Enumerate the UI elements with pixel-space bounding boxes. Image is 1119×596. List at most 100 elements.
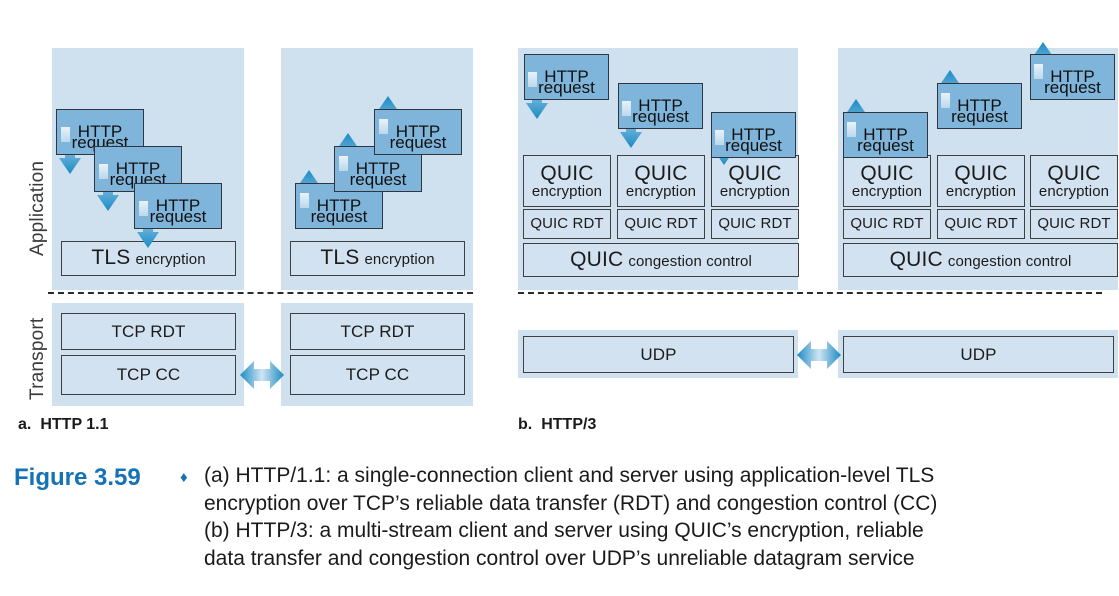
quic-label: QUIC xyxy=(1047,161,1101,185)
http-request-line2: request xyxy=(857,135,914,155)
http-request-box[interactable]: HTTP xyxy=(937,83,1022,129)
http-request-line1: HTTP xyxy=(155,195,201,215)
quic-label: QUIC xyxy=(570,247,624,271)
http-request-line2: request xyxy=(349,169,407,189)
bidirectional-connection-arrow-icon xyxy=(240,361,284,389)
http-request-line2: request xyxy=(1044,77,1101,97)
http-request-line2: request xyxy=(538,77,595,97)
quic-label: QUIC xyxy=(860,161,914,185)
http-request-line1: HTTP xyxy=(77,121,123,141)
layer-label-transport: Transport xyxy=(27,317,48,400)
subcaption-b-title: HTTP/3 xyxy=(541,416,597,433)
http-request-box[interactable]: HTTP xyxy=(1030,54,1115,100)
quic-encryption-sub-label: encryption xyxy=(625,182,697,200)
tcp-cc-box[interactable]: TCP CC xyxy=(61,355,236,395)
subcaption-a-letter: a. xyxy=(18,416,32,433)
http-request-box[interactable]: HTTP xyxy=(374,109,462,155)
subcaption-b: b.HTTP/3 xyxy=(518,416,596,434)
quic-label: QUIC xyxy=(540,161,594,185)
http-request-box-label2: request xyxy=(524,54,609,100)
quic-encryption-box[interactable]: QUIC encryption xyxy=(523,155,611,207)
http-request-line1: HTTP xyxy=(544,66,589,86)
http-request-line2: request xyxy=(310,206,368,226)
http-request-box[interactable]: HTTP xyxy=(843,112,928,158)
quic-encryption-sub-label: encryption xyxy=(945,182,1017,200)
tcp-cc-label: TCP CC xyxy=(116,365,181,385)
http-request-notch-icon xyxy=(622,101,631,116)
http-request-line1: HTTP xyxy=(115,158,161,178)
http-request-line2: request xyxy=(725,135,782,155)
http-request-line1: HTTP xyxy=(957,95,1002,115)
http-request-box-label2: request xyxy=(618,83,703,129)
http-request-notch-icon xyxy=(339,156,348,171)
http-request-notch-icon xyxy=(139,201,148,216)
http-request-notch-icon xyxy=(847,122,856,137)
quic-encryption-sub-label: encryption xyxy=(1038,182,1110,200)
http-request-box-label2: request xyxy=(134,183,222,229)
tcp-rdt-box[interactable]: TCP RDT xyxy=(290,313,465,350)
http-request-line1: HTTP xyxy=(638,95,683,115)
quic-congestion-control-sub-label: congestion control xyxy=(628,252,752,270)
figure-label: Figure 3.59 xyxy=(14,464,141,491)
tls-sub-label: encryption xyxy=(364,251,435,269)
http-request-notch-icon xyxy=(379,119,388,134)
quic-rdt-label: QUIC RDT xyxy=(1037,215,1111,233)
quic-rdt-label: QUIC RDT xyxy=(530,215,604,233)
http-request-line1: HTTP xyxy=(731,124,776,144)
quic-label: QUIC xyxy=(634,161,688,185)
tcp-rdt-box[interactable]: TCP RDT xyxy=(61,313,236,350)
http-request-line1: HTTP xyxy=(355,158,401,178)
tls-label: TLS xyxy=(91,246,131,270)
quic-rdt-box[interactable]: QUIC RDT xyxy=(711,209,799,239)
quic-encryption-sub-label: encryption xyxy=(851,182,923,200)
quic-encryption-box[interactable]: QUIC encryption xyxy=(711,155,799,207)
http-request-box[interactable]: HTTP xyxy=(134,183,222,229)
http-request-box-label2: request xyxy=(334,146,422,192)
figure-caption-text: (a) HTTP/1.1: a single-connection client… xyxy=(204,462,1104,573)
quic-label: QUIC xyxy=(889,247,943,271)
udp-label: UDP xyxy=(640,344,677,364)
http-request-box[interactable]: HTTP xyxy=(618,83,703,129)
bidirectional-connection-arrow-icon xyxy=(797,341,841,369)
udp-box[interactable]: UDP xyxy=(843,336,1114,373)
tcp-cc-box[interactable]: TCP CC xyxy=(290,355,465,395)
http-request-box-label2: request xyxy=(295,183,383,229)
quic-encryption-box[interactable]: QUIC encryption xyxy=(1030,155,1118,207)
quic-encryption-sub-label: encryption xyxy=(531,182,603,200)
http-request-notch-icon xyxy=(99,164,108,179)
http-request-box[interactable]: HTTP xyxy=(524,54,609,100)
subcaption-a-title: HTTP 1.1 xyxy=(40,416,109,433)
http-request-line2: request xyxy=(632,106,689,126)
figure-bullet-icon: ♦ xyxy=(180,469,188,486)
tls-sub-label: encryption xyxy=(135,251,206,269)
quic-rdt-box[interactable]: QUIC RDT xyxy=(617,209,705,239)
quic-rdt-label: QUIC RDT xyxy=(850,215,924,233)
http-request-notch-icon xyxy=(715,130,724,145)
http-request-box-label2: request xyxy=(711,112,796,158)
figure-caption-line: encryption over TCP’s reliable data tran… xyxy=(204,491,938,515)
quic-rdt-box[interactable]: QUIC RDT xyxy=(937,209,1025,239)
quic-label: QUIC xyxy=(954,161,1008,185)
http-request-box[interactable]: HTTP xyxy=(711,112,796,158)
quic-congestion-control-sub-label: congestion control xyxy=(947,252,1072,270)
http-request-line1: HTTP xyxy=(863,124,908,144)
http-request-box-label2: request xyxy=(374,109,462,155)
http-request-line1: HTTP xyxy=(395,121,441,141)
quic-rdt-box[interactable]: QUIC RDT xyxy=(1030,209,1118,239)
http-request-line2: request xyxy=(149,206,207,226)
http-request-notch-icon xyxy=(941,93,950,108)
http-request-line2: request xyxy=(389,132,447,152)
udp-box[interactable]: UDP xyxy=(523,336,794,373)
quic-encryption-sub-label: encryption xyxy=(719,182,791,200)
http-request-notch-icon xyxy=(528,72,537,87)
quic-encryption-box[interactable]: QUIC encryption xyxy=(843,155,931,207)
http-request-notch-icon xyxy=(1034,64,1043,79)
quic-rdt-box[interactable]: QUIC RDT xyxy=(843,209,931,239)
quic-encryption-box[interactable]: QUIC encryption xyxy=(937,155,1025,207)
quic-encryption-box[interactable]: QUIC encryption xyxy=(617,155,705,207)
layer-divider-right xyxy=(518,292,1102,294)
quic-rdt-box[interactable]: QUIC RDT xyxy=(523,209,611,239)
